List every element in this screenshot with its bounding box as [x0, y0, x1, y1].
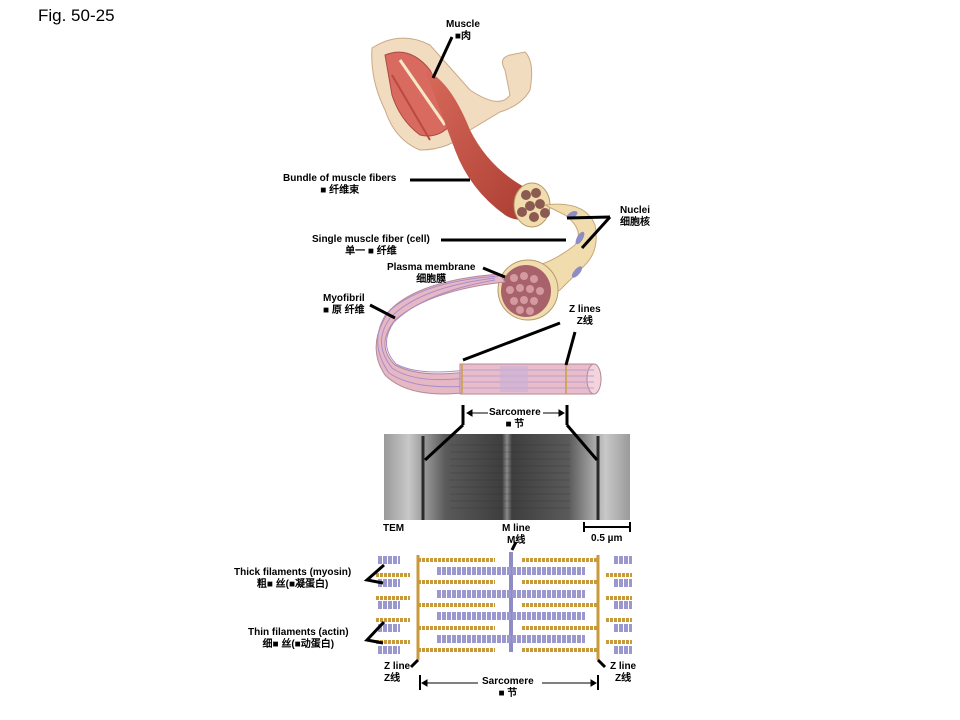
scale-bar: [583, 522, 631, 532]
label-zh: 细胞核: [620, 217, 650, 228]
label-en: Z line: [610, 661, 637, 672]
label-tem: TEM: [383, 523, 404, 535]
label-sarcomere-top: Sarcomere ■ 节: [489, 407, 541, 431]
label-zh: M线: [507, 535, 526, 546]
label-thin-filaments: Thin filaments (actin) 细■ 丝(■动蛋白): [248, 627, 349, 651]
label-z-line-right: Z line Z线: [610, 661, 636, 685]
label-zh: 细■ 丝(■动蛋白): [262, 639, 335, 650]
label-zh: ■ 纤维束: [320, 185, 360, 196]
label-thick-filaments: Thick filaments (myosin) 粗■ 丝(■凝蛋白): [234, 567, 351, 591]
label-zh: 单一 ■ 纤维: [345, 246, 397, 257]
label-zh: ■肉: [454, 31, 471, 42]
figure-title: Fig. 50-25: [38, 6, 115, 25]
label-muscle: Muscle ■肉: [446, 19, 480, 43]
label-en: Myofibril: [323, 293, 365, 304]
label-myofibril: Myofibril ■ 原 纤维: [323, 293, 365, 317]
label-single-muscle-fiber: Single muscle fiber (cell) 单一 ■ 纤维: [312, 234, 430, 258]
label-en: Plasma membrane: [387, 262, 476, 273]
arm-illustration: [371, 37, 533, 151]
label-zh: ■ 节: [498, 688, 518, 699]
label-en: TEM: [383, 523, 405, 534]
label-zh: Z线: [615, 673, 632, 684]
myofibril-striations: [377, 275, 499, 388]
label-z-lines: Z lines Z线: [569, 304, 601, 328]
filament-diagram: [376, 552, 632, 660]
myofibril-cross-section: [497, 259, 559, 321]
label-zh: Z线: [384, 673, 401, 684]
label-en: Thin filaments (actin): [248, 627, 349, 638]
label-zh: 粗■ 丝(■凝蛋白): [256, 579, 329, 590]
sarcomere-arrows: [419, 409, 599, 690]
label-en: Z lines: [569, 304, 601, 315]
label-bundle-of-fibers: Bundle of muscle fibers ■ 纤维束: [283, 173, 396, 197]
label-en: Sarcomere: [489, 407, 541, 418]
label-en: Nuclei: [620, 205, 651, 216]
nucleus: [575, 231, 585, 245]
leader-lines: [363, 36, 612, 669]
sarcomere-cylinder: [459, 363, 602, 395]
label-en: Sarcomere: [482, 676, 534, 687]
label-en: Bundle of muscle fibers: [283, 173, 397, 184]
label-zh: ■ 原 纤维: [323, 305, 365, 316]
tem-micrograph: [384, 434, 630, 520]
label-nuclei: Nuclei 细胞核: [620, 205, 650, 229]
label-scale-bar: 0.5 µm: [591, 533, 622, 545]
label-zh: ■ 节: [505, 419, 525, 430]
label-z-line-left: Z line Z线: [384, 661, 410, 685]
label-en: M line: [502, 523, 531, 534]
label-zh: Z线: [576, 316, 593, 327]
label-en: Z line: [384, 661, 411, 672]
label-en: Single muscle fiber (cell): [312, 234, 430, 245]
label-en: 0.5 µm: [591, 533, 623, 544]
nucleus: [571, 266, 583, 278]
label-zh: 细胞膜: [416, 274, 447, 285]
muscle-bundle-shape: [425, 70, 545, 220]
label-m-line: M line M线: [502, 523, 530, 547]
label-en: Thick filaments (myosin): [234, 567, 352, 578]
label-sarcomere-bottom: Sarcomere ■ 节: [482, 676, 534, 700]
label-en: Muscle: [446, 19, 480, 30]
label-plasma-membrane: Plasma membrane 细胞膜: [387, 262, 475, 286]
fiber-bundle-cross-section: [513, 182, 551, 228]
